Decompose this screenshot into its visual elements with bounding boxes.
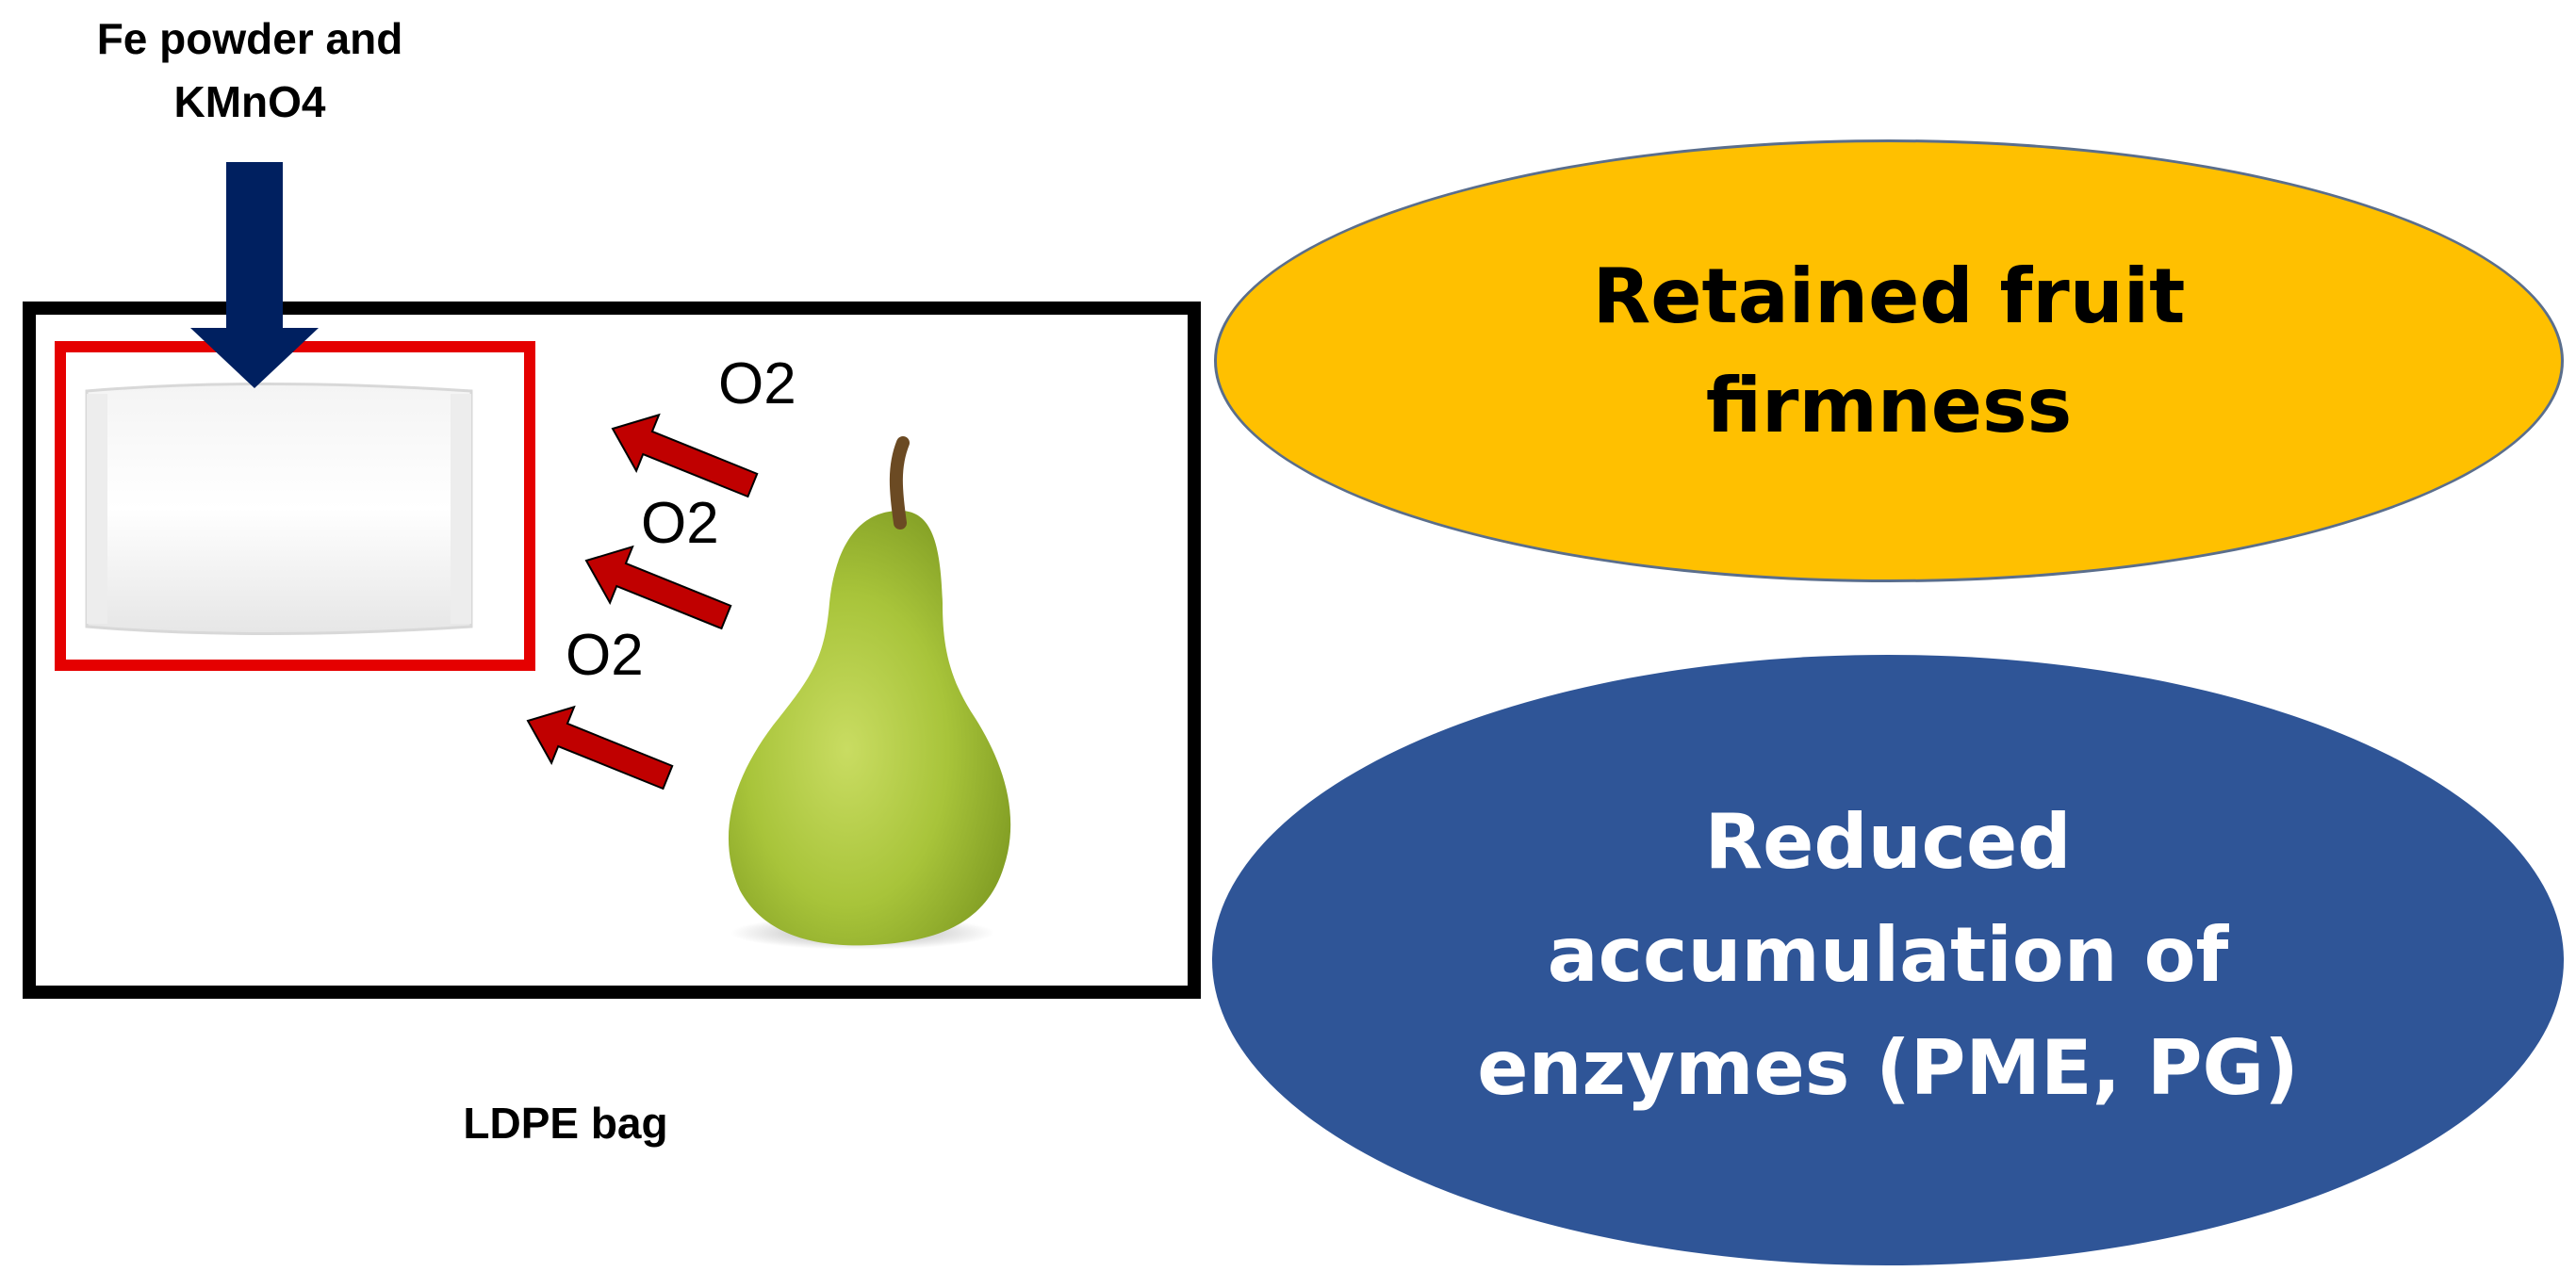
o2-label: O2 xyxy=(641,490,719,557)
firmness-ellipse: Retained fruit firmness xyxy=(1214,139,2564,582)
firmness-text: Retained fruit firmness xyxy=(1593,242,2186,480)
enzymes-text: Reduced accumulation of enzymes (PME, PG… xyxy=(1477,786,2299,1134)
sachet-icon xyxy=(87,384,471,634)
enzymes-ellipse: Reduced accumulation of enzymes (PME, PG… xyxy=(1212,655,2564,1265)
ldpe-bag-label: LDPE bag xyxy=(377,1098,754,1149)
o2-arrow-icon xyxy=(517,693,679,805)
o2-label: O2 xyxy=(718,351,796,417)
down-arrow-icon xyxy=(190,162,319,388)
o2-label: O2 xyxy=(566,622,644,689)
pear-icon xyxy=(729,443,1010,950)
